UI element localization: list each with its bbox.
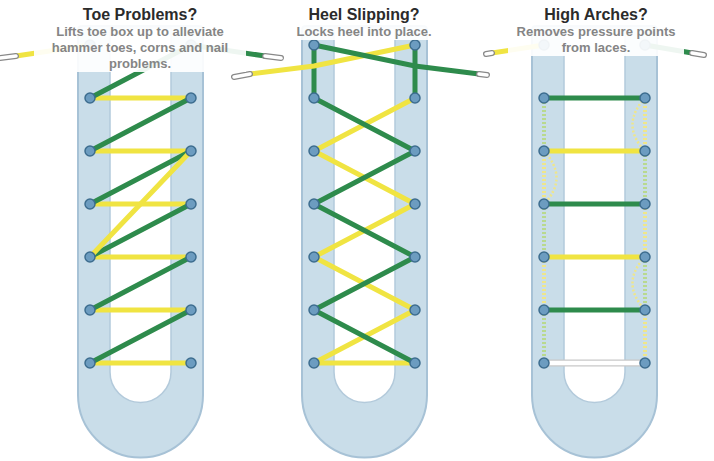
panel-heading: Toe Problems? [80,5,200,24]
aglet [692,53,704,55]
yellow-lace [314,98,415,363]
shoe-panel [302,26,427,458]
aglet [479,74,487,75]
lacing-panel: High Arches?Removes pressure points from… [508,0,684,461]
laces [486,45,704,363]
green-lace [314,98,415,363]
aglet [479,74,487,75]
yellow-lace [544,151,645,257]
yellow-lace [90,151,191,257]
heel-lacing [234,26,487,458]
dashed-lace [544,98,645,363]
shoe-panel [78,26,203,458]
dashed-lace [544,98,645,363]
lacing-panel: Heel Slipping?Locks heel into place. [264,0,464,461]
laces [0,45,281,363]
aglet [486,53,492,54]
shoe-panel [532,26,657,458]
panel-description: Lifts toe box up to alleviate hammer toe… [34,24,246,72]
panel-description: Locks heel into place. [293,24,434,40]
panel-heading: Heel Slipping? [305,5,422,24]
aglet [0,56,16,58]
eyelets [539,40,650,368]
white-lace [544,361,645,366]
panel-description: Removes pressure points from laces. [508,24,684,56]
aglet [692,53,704,55]
aglet [234,74,250,77]
eyelets [309,40,420,368]
green-lace [90,45,191,363]
eyelets [85,40,196,368]
aglet [486,53,492,54]
panel-heading: High Arches? [541,5,650,24]
hidden-lace [544,98,645,363]
laces [234,45,487,363]
arch-lacing [486,26,704,458]
aglet [0,56,16,58]
dashed-arc [544,98,645,310]
yellow-lace [314,361,415,366]
lacing-panel: Toe Problems?Lifts toe box up to allevia… [34,0,246,461]
aglet [265,56,281,58]
aglet [234,74,250,77]
toe-lacing [0,26,281,458]
aglet [265,56,281,58]
green-lace [544,98,645,310]
green-lace [314,45,479,74]
white-lace-edge [544,360,645,367]
